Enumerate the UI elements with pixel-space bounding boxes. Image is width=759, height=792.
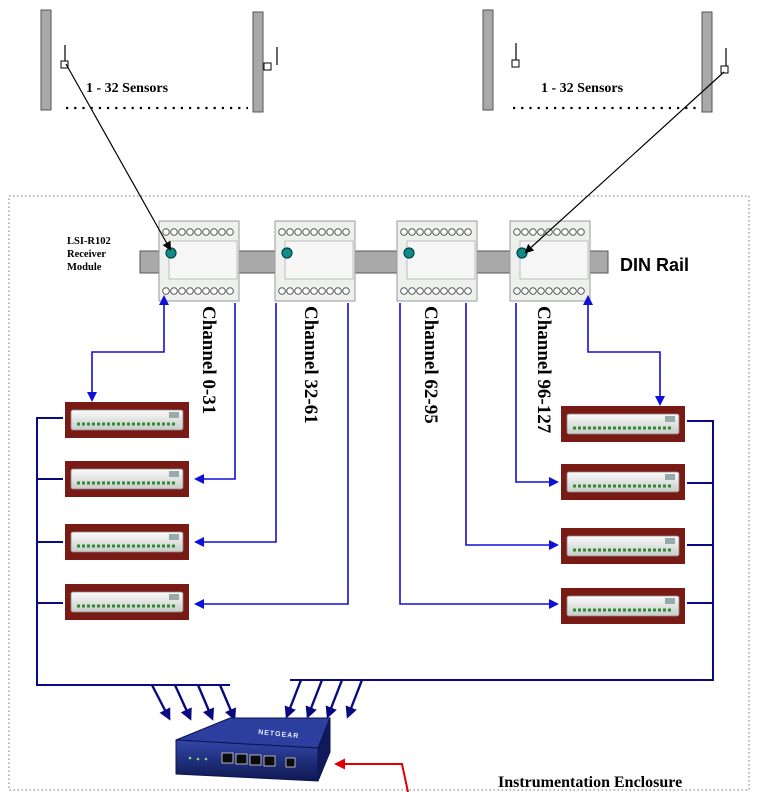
terminal-module-right-4 [561, 588, 685, 624]
receiver-module-label: LSI-R102 Receiver Module [67, 236, 113, 273]
din-rail-label: DIN Rail [620, 255, 689, 275]
sensor-group-right-label: 1 - 32 Sensors [541, 81, 624, 96]
terminal-module-left-1 [65, 402, 189, 438]
receiver-module-3 [397, 221, 477, 301]
external-uplink-arrow [336, 764, 408, 792]
terminal-module-left-2 [65, 461, 189, 497]
terminal-module-left-4 [65, 584, 189, 620]
sensor-pole-right-1 [483, 10, 519, 110]
channel-label-96-127: Channel 96-127 [533, 306, 554, 434]
terminal-module-right-3 [561, 528, 685, 564]
terminal-module-left-3 [65, 524, 189, 560]
channel-label-0-31: Channel 0-31 [198, 306, 219, 414]
sensor-pole-left-1 [41, 10, 68, 110]
wireless-link-right [526, 72, 724, 252]
sensor-pole-left-2 [253, 12, 277, 112]
network-switch: NETGEAR [176, 718, 330, 781]
receiver-module-2 [275, 221, 355, 301]
enclosure-label: Instrumentation Enclosure [498, 774, 682, 791]
channel-label-32-61: Channel 32-61 [300, 306, 321, 424]
channel-label-62-95: Channel 62-95 [420, 306, 441, 424]
receiver-module-4 [510, 221, 590, 301]
terminal-module-right-2 [561, 464, 685, 500]
receiver-module-1 [159, 221, 239, 301]
sensor-group-left-label: 1 - 32 Sensors [86, 81, 169, 96]
sensor-pole-right-2 [702, 12, 728, 112]
terminal-module-right-1 [561, 406, 685, 442]
